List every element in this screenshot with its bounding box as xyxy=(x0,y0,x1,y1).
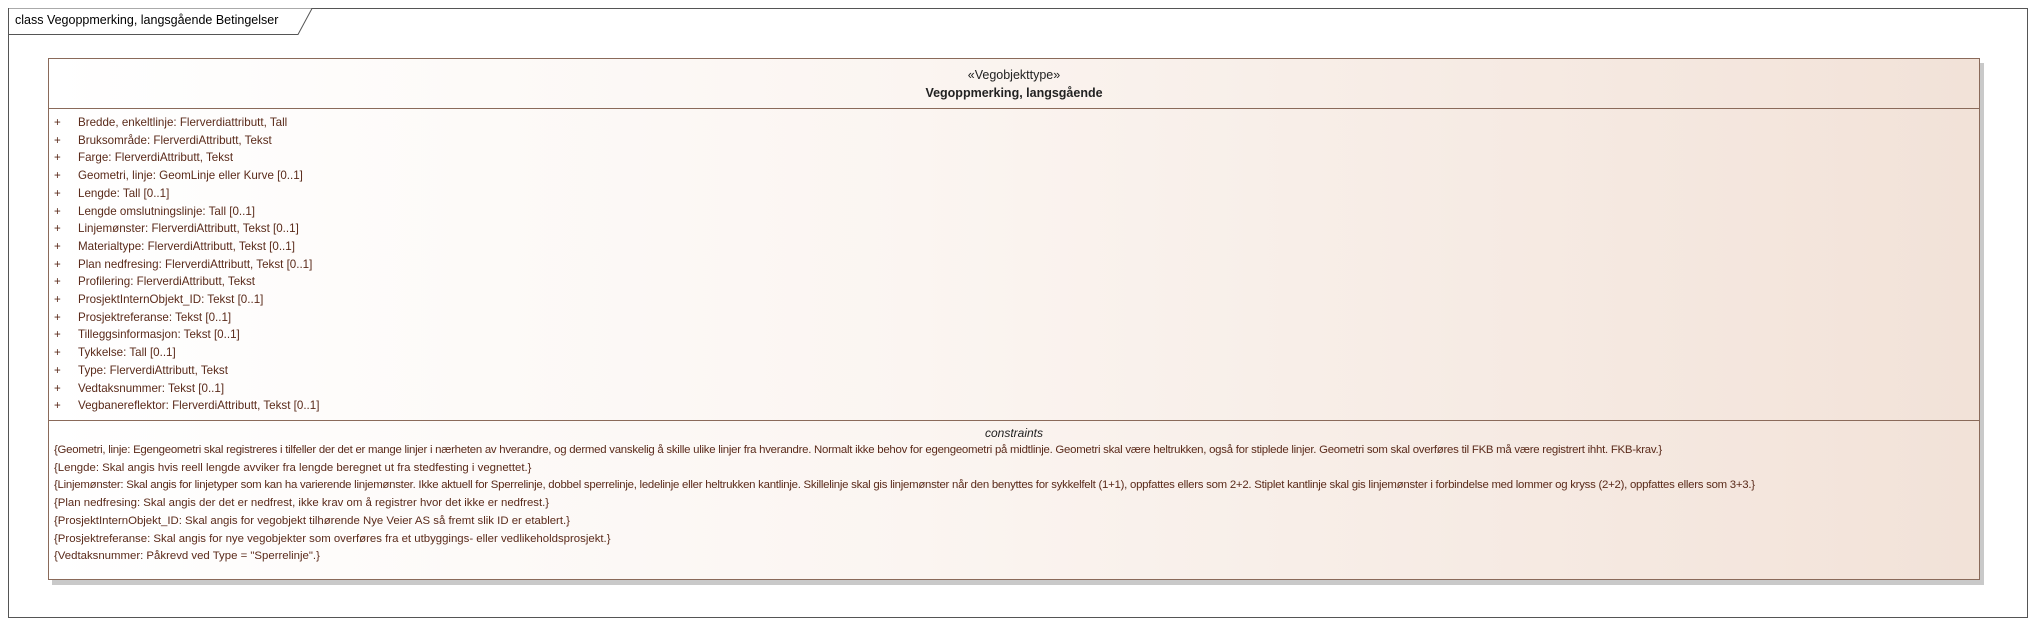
attribute-text: Farge: FlerverdiAttributt, Tekst xyxy=(78,151,234,165)
attribute-text: Profilering: FlerverdiAttributt, Tekst xyxy=(78,275,255,289)
visibility-public-icon: + xyxy=(54,257,61,271)
attribute-text: Type: FlerverdiAttributt, Tekst xyxy=(78,363,228,377)
diagram-frame xyxy=(8,8,2028,618)
visibility-public-icon: + xyxy=(54,310,61,324)
visibility-public-icon: + xyxy=(54,275,61,289)
visibility-public-icon: + xyxy=(54,293,61,306)
uml-class-vegoppmerking[interactable]: «Vegobjekttype» Vegoppmerking, langsgåen… xyxy=(48,58,1980,580)
diagram-title: class Vegoppmerking, langsgående Betinge… xyxy=(15,13,279,27)
attribute-text: Lengde: Tall [0..1] xyxy=(78,186,170,200)
visibility-public-icon: + xyxy=(54,346,61,360)
attribute-text: Vegbanereflektor: FlerverdiAttributt, Te… xyxy=(78,399,320,413)
constraint-row[interactable]: {Linjemønster: Skal angis for linjetyper… xyxy=(54,479,1755,492)
visibility-public-icon: + xyxy=(54,169,61,183)
constraint-row[interactable]: {Vedtaksnummer: Påkrevd ved Type = "Sper… xyxy=(54,550,320,563)
visibility-public-icon: + xyxy=(54,151,61,165)
attribute-text: Materialtype: FlerverdiAttributt, Tekst … xyxy=(78,239,295,253)
attribute-text: Plan nedfresing: FlerverdiAttributt, Tek… xyxy=(78,257,313,271)
class-stereotype: «Vegobjekttype» xyxy=(967,68,1061,82)
visibility-public-icon: + xyxy=(54,381,61,395)
constraint-row[interactable]: {ProsjektInternObjekt_ID: Skal angis for… xyxy=(54,514,570,527)
attribute-text: Linjemønster: FlerverdiAttributt, Tekst … xyxy=(78,222,299,236)
attribute-text: Prosjektreferanse: Tekst [0..1] xyxy=(78,310,232,324)
class-name: Vegoppmerking, langsgående xyxy=(925,86,1103,100)
attribute-compartment: + Bredde, enkeltlinje: Flerverdiattributt… xyxy=(49,109,1979,421)
attribute-text: ProsjektInternObjekt_ID: Tekst [0..1] xyxy=(78,293,264,306)
visibility-public-icon: + xyxy=(54,328,61,342)
visibility-public-icon: + xyxy=(54,133,61,147)
attribute-text: Tykkelse: Tall [0..1] xyxy=(78,346,176,360)
visibility-public-icon: + xyxy=(54,363,61,377)
constraint-compartment: constraints {Geometri, linje: Egengeomet… xyxy=(49,421,1979,581)
visibility-public-icon: + xyxy=(54,204,61,218)
attribute-text: Bredde, enkeltlinje: Flerverdiattributt,… xyxy=(78,116,288,129)
attribute-text: Bruksområde: FlerverdiAttributt, Tekst xyxy=(78,133,272,147)
constraint-row[interactable]: {Geometri, linje: Egengeometri skal regi… xyxy=(54,444,1662,456)
frame-tab-border xyxy=(8,8,313,35)
visibility-public-icon: + xyxy=(54,186,61,200)
constraint-row[interactable]: {Prosjektreferanse: Skal angis for nye v… xyxy=(54,532,611,545)
visibility-public-icon: + xyxy=(54,116,61,129)
attribute-text: Lengde omslutningslinje: Tall [0..1] xyxy=(78,204,256,218)
attribute-text: Geometri, linje: GeomLinje eller Kurve [… xyxy=(78,169,303,183)
constraints-title: constraints xyxy=(984,426,1044,440)
visibility-public-icon: + xyxy=(54,222,61,236)
visibility-public-icon: + xyxy=(54,399,61,413)
class-header: «Vegobjekttype» Vegoppmerking, langsgåen… xyxy=(49,59,1979,109)
attribute-text: Vedtaksnummer: Tekst [0..1] xyxy=(78,381,225,395)
constraint-row[interactable]: {Lengde: Skal angis hvis reell lengde av… xyxy=(54,461,532,474)
constraint-row[interactable]: {Plan nedfresing: Skal angis der det er … xyxy=(54,497,550,510)
visibility-public-icon: + xyxy=(54,239,61,253)
attribute-text: Tilleggsinformasjon: Tekst [0..1] xyxy=(78,328,240,342)
